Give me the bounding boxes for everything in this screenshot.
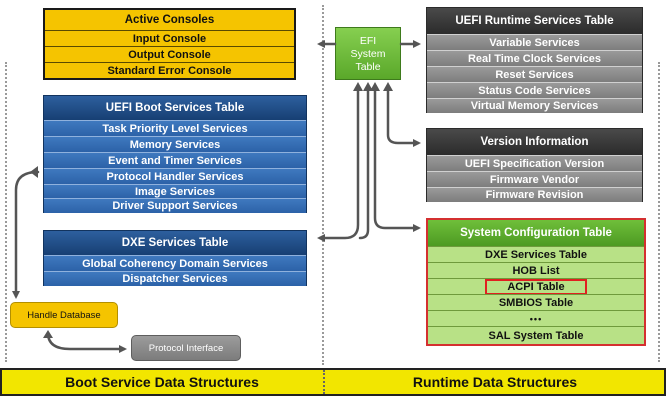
dxe-services-table: DXE Services Table Global Coherency Doma… (43, 230, 307, 286)
version-item: Firmware Revision (427, 187, 642, 202)
efi-line: EFI (359, 35, 377, 47)
dxe-service-item: Dispatcher Services (44, 271, 306, 286)
handle-database-box: Handle Database (10, 302, 118, 328)
acpi-table-label: ACPI Table (485, 278, 587, 295)
protocol-interface-label: Protocol Interface (148, 342, 224, 354)
right-divider-line (658, 62, 660, 362)
runtime-services-title: UEFI Runtime Services Table (427, 8, 642, 34)
footer-bar: Boot Service Data Structures Runtime Dat… (0, 368, 666, 396)
arrow-from-dxe (358, 86, 370, 240)
arrowhead-up (363, 82, 373, 91)
efi-line: System (350, 48, 386, 60)
boot-service-item: Task Priority Level Services (44, 120, 306, 136)
arrow-handle-to-protocol (46, 331, 127, 353)
active-consoles-title: Active Consoles (45, 10, 294, 30)
console-item: Standard Error Console (45, 62, 294, 78)
console-item: Input Console (45, 30, 294, 46)
config-item: SMBIOS Table (428, 294, 644, 310)
runtime-service-item: Status Code Services (427, 82, 642, 98)
left-divider-line (5, 62, 7, 362)
version-information-table: Version Information UEFI Specification V… (426, 128, 643, 202)
arrow-to-boot-services (317, 86, 360, 242)
version-item: Firmware Vendor (427, 171, 642, 187)
config-item: HOB List (428, 262, 644, 278)
boot-services-table: UEFI Boot Services Table Task Priority L… (43, 95, 307, 213)
boot-service-item: Driver Support Services (44, 198, 306, 213)
runtime-service-item: Virtual Memory Services (427, 98, 642, 113)
boot-service-item: Image Services (44, 184, 306, 198)
boot-service-item: Event and Timer Services (44, 152, 306, 168)
system-configuration-table: System Configuration Table DXE Services … (426, 218, 646, 346)
arrow-to-version-information (386, 86, 421, 147)
boot-service-item: Memory Services (44, 136, 306, 152)
dxe-services-title: DXE Services Table (44, 231, 306, 255)
arrowhead-up (353, 82, 363, 91)
arrow-to-system-configuration (373, 86, 421, 232)
center-divider-line (322, 5, 324, 365)
boot-services-title: UEFI Boot Services Table (44, 96, 306, 120)
system-configuration-title: System Configuration Table (428, 220, 644, 246)
console-item: Output Console (45, 46, 294, 62)
boot-service-item: Protocol Handler Services (44, 168, 306, 184)
footer-right-label: Runtime Data Structures (412, 374, 578, 390)
config-item-ellipsis: ••• (428, 310, 644, 326)
arrowhead-up (370, 82, 380, 91)
arrowhead-up (383, 82, 393, 91)
efi-line: Table (355, 61, 381, 73)
runtime-service-item: Variable Services (427, 34, 642, 50)
efi-system-table: EFI System Table (335, 27, 401, 80)
config-item: DXE Services Table (428, 246, 644, 262)
runtime-service-item: Reset Services (427, 66, 642, 82)
config-item-acpi-highlighted: ACPI Table (428, 278, 644, 295)
config-item: SAL System Table (428, 326, 644, 344)
active-consoles-table: Active Consoles Input Console Output Con… (43, 8, 296, 80)
runtime-services-table: UEFI Runtime Services Table Variable Ser… (426, 7, 643, 113)
arrowhead-up-handle (43, 330, 53, 338)
version-item: UEFI Specification Version (427, 155, 642, 171)
protocol-interface-box: Protocol Interface (131, 335, 241, 361)
footer-divider (323, 370, 325, 394)
arrow-boot-to-handle-database (12, 170, 40, 299)
arrowhead-left-boot (30, 166, 38, 178)
footer-left-label: Boot Service Data Structures (65, 374, 259, 390)
handle-database-label: Handle Database (27, 309, 101, 321)
runtime-service-item: Real Time Clock Services (427, 50, 642, 66)
dxe-service-item: Global Coherency Domain Services (44, 255, 306, 271)
version-information-title: Version Information (427, 129, 642, 155)
